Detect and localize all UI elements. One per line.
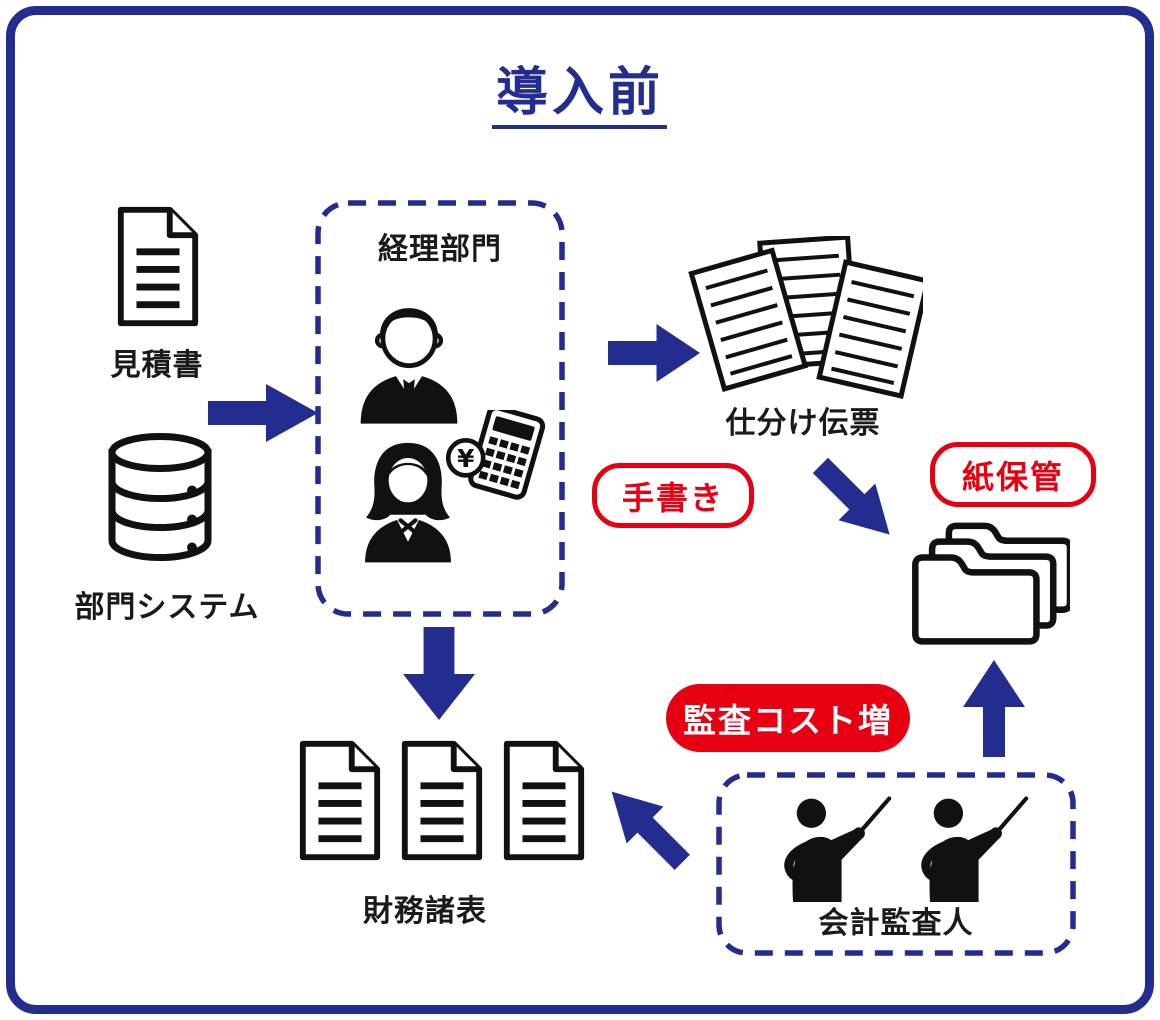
male-clerk-icon [360, 308, 458, 424]
female-clerk-icon [365, 442, 451, 563]
handwritten-badge: 手書き [592, 463, 754, 528]
database-icon [108, 433, 212, 562]
dashed-border [716, 772, 1076, 956]
papers-icon [688, 236, 923, 399]
quote-doc-label: 見積書 [110, 348, 204, 383]
document-icon [503, 740, 585, 861]
page-title: 導入前 [495, 63, 664, 123]
yen-symbol: ¥ [457, 444, 474, 473]
paper-storage-badge: 紙保管 [930, 442, 1096, 507]
arrow-diagonal-icon [810, 455, 900, 545]
document-icon [117, 206, 199, 327]
document-icon [299, 740, 381, 861]
folders-icon [912, 522, 1070, 645]
accounting-dept-label: 経理部門 [378, 232, 502, 267]
presenter-icon [921, 796, 1029, 902]
financial-statements-label: 財務諸表 [363, 894, 487, 929]
arrow-down-icon [403, 627, 475, 720]
calculator-icon: ¥ [445, 410, 546, 500]
arrow-right-icon [608, 324, 700, 382]
title-underline [492, 125, 667, 129]
accounting-dept-box: 経理部門 [315, 200, 565, 617]
auditors-label: 会計監査人 [818, 906, 974, 941]
arrow-right-icon [208, 384, 318, 442]
dept-system-label: 部門システム [74, 590, 260, 625]
arrow-diagonal-icon [595, 782, 699, 872]
audit-cost-badge: 監査コスト増 [666, 684, 910, 752]
arrow-up-icon [963, 660, 1025, 757]
document-icon [401, 740, 483, 861]
presenter-icon [784, 796, 892, 902]
auditors-box: 会計監査人 [716, 772, 1076, 956]
journal-slips-label: 仕分け伝票 [725, 406, 881, 441]
dashed-border [315, 200, 565, 617]
